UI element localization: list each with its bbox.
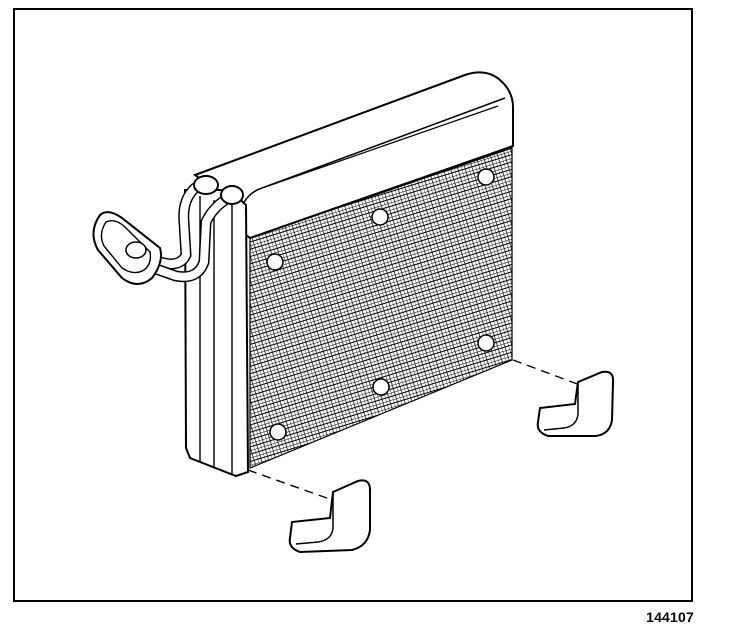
retainer-pins (266, 168, 495, 441)
alignment-lines (247, 359, 581, 503)
side-tank (183, 189, 250, 478)
evaporator-core-fins (249, 147, 513, 469)
mounting-bracket-right (536, 370, 615, 437)
figure-number: 144107 (646, 609, 694, 625)
refrigerant-pipes (92, 175, 244, 285)
upper-tank (192, 71, 515, 240)
mounting-bracket-left (288, 479, 371, 554)
